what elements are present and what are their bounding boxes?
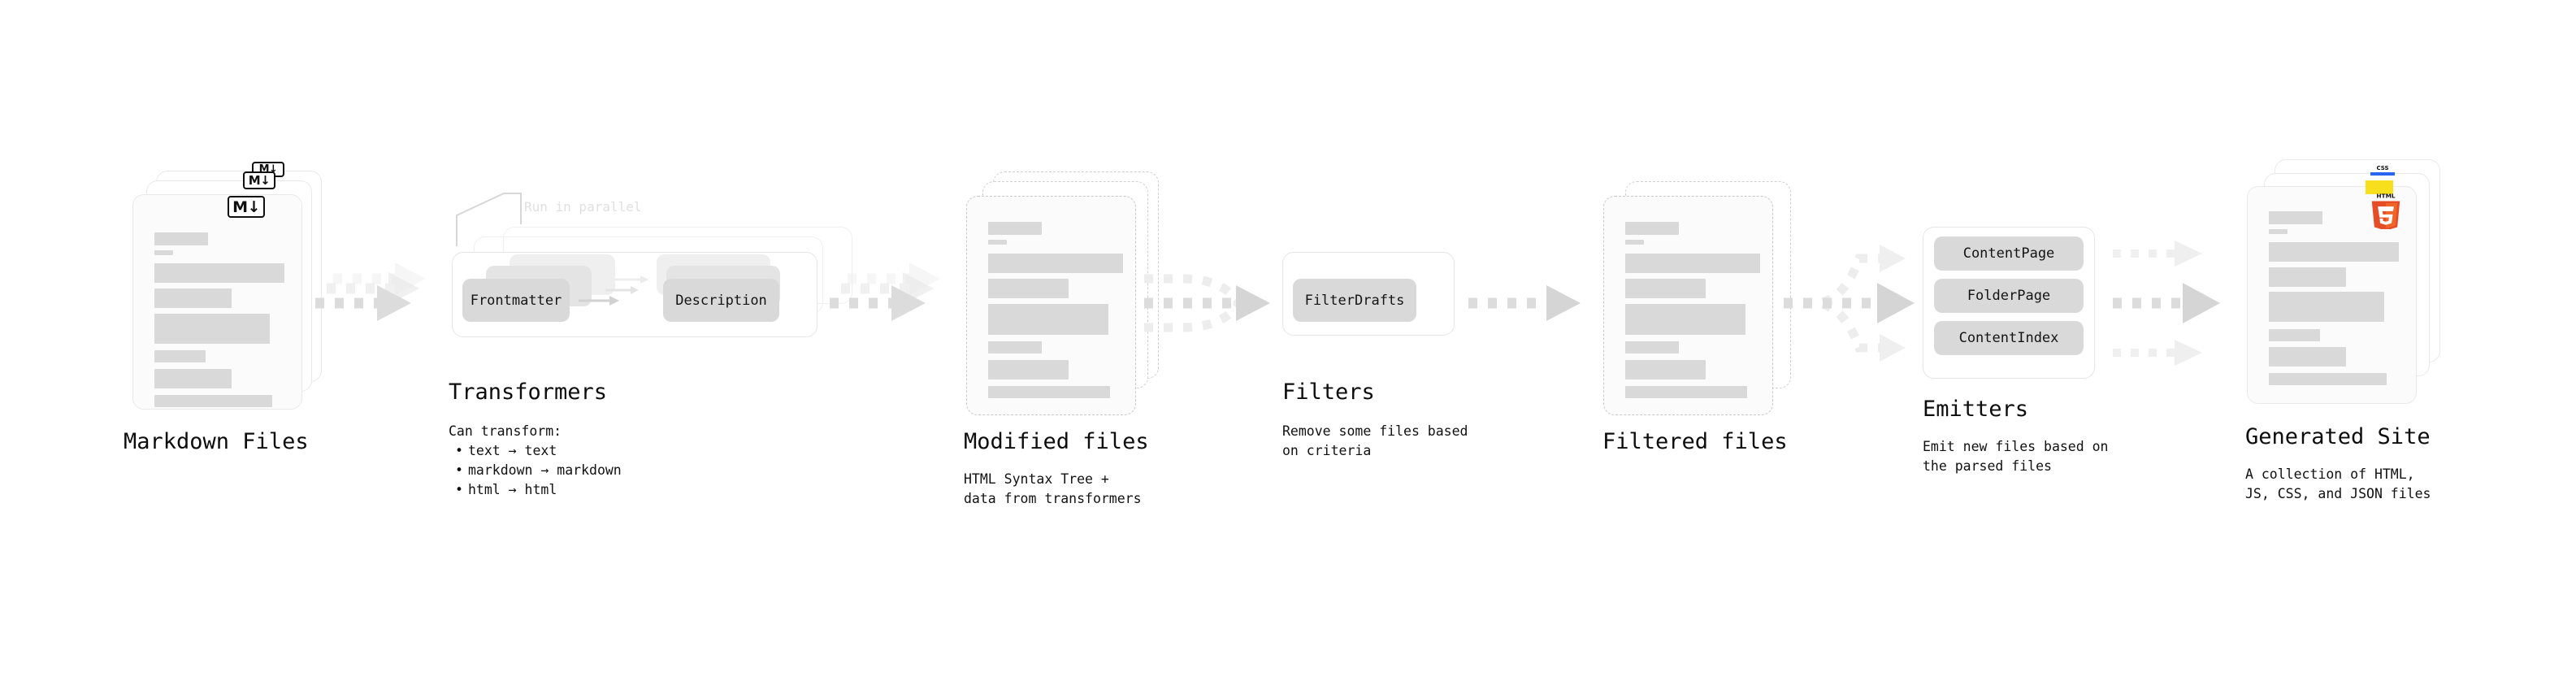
bullet-row: • text → text (455, 441, 622, 461)
stage-subtitle-filters: Remove some files based on criteria (1282, 423, 1468, 458)
doc-line (1625, 254, 1760, 273)
doc-line (154, 288, 232, 308)
doc-line (988, 222, 1042, 235)
doc-line (2269, 347, 2346, 367)
connector-modified-to-filters (1144, 274, 1270, 332)
stage-title-markdown: Markdown Files (124, 429, 309, 454)
bullet-dot: • (455, 443, 463, 458)
transformer-chip-frontmatter[interactable]: Frontmatter (462, 279, 570, 322)
connector-filtered-to-emitters (1784, 245, 1915, 362)
doc-line (988, 240, 1007, 245)
stage-title-modified: Modified files (964, 429, 1149, 454)
connector-filters-to-filtered (1468, 285, 1581, 321)
stage-subtitle-emitters: Emit new files based on the parsed files (1923, 439, 2109, 474)
doc-line (154, 350, 206, 362)
stage-title-generated-site: Generated Site (2245, 424, 2431, 449)
filtered-sheet-front (1603, 196, 1773, 415)
doc-line (1625, 304, 1746, 335)
doc-line (154, 263, 284, 283)
stage-title-filtered: Filtered files (1602, 429, 1788, 454)
transformer-chip-description[interactable]: Description (663, 279, 779, 322)
bullet-row: • html → html (455, 480, 622, 500)
stage-subtitle-modified: HTML Syntax Tree + data from transformer… (964, 471, 1142, 506)
emitter-chip-folderpage[interactable]: FolderPage (1934, 279, 2084, 313)
emitter-chip-contentpage[interactable]: ContentPage (1934, 236, 2084, 271)
doc-line (2269, 267, 2346, 287)
doc-line (1625, 240, 1644, 245)
run-in-parallel-note: Run in parallel (524, 199, 642, 215)
bullet-text: html → html (468, 482, 557, 497)
stage-subtitle-transformers: Can transform: (449, 423, 562, 439)
doc-line (154, 232, 208, 245)
connector-emitters-to-site (2113, 241, 2220, 366)
doc-line (154, 250, 173, 255)
doc-line (154, 314, 270, 344)
doc-line (2269, 373, 2387, 385)
doc-line (988, 360, 1069, 380)
doc-line (2269, 211, 2322, 224)
emitter-chip-contentindex[interactable]: ContentIndex (1934, 321, 2084, 355)
doc-line (988, 279, 1069, 298)
stage-subtitle-generated-site: A collection of HTML, JS, CSS, and JSON … (2245, 466, 2431, 501)
doc-line (2269, 329, 2320, 341)
js-badge (2366, 180, 2393, 194)
markdown-badge-mid: M↓ (243, 171, 275, 189)
doc-line (988, 304, 1108, 335)
doc-line (2269, 242, 2399, 262)
doc-line (988, 254, 1123, 273)
svg-text:HTML: HTML (2376, 192, 2396, 199)
bullet-dot: • (455, 482, 463, 497)
filter-chip-filterdrafts[interactable]: FilterDrafts (1293, 279, 1416, 322)
doc-line (2269, 229, 2288, 234)
doc-line (988, 386, 1110, 398)
stage-title-transformers: Transformers (449, 380, 608, 405)
doc-line (154, 395, 272, 407)
markdown-sheet-front (132, 194, 302, 410)
markdown-badge: M↓ (228, 196, 265, 218)
transformers-bullets: • text → text • markdown → markdown • html … (455, 441, 622, 500)
connector-markdown-to-transformers (315, 262, 426, 321)
doc-line (154, 369, 232, 388)
bullet-dot: • (455, 462, 463, 478)
stage-title-emitters: Emitters (1923, 397, 2029, 422)
doc-line (2269, 292, 2384, 322)
doc-line (1625, 386, 1747, 398)
bullet-text: text → text (468, 443, 557, 458)
css-badge-bar (2370, 172, 2395, 176)
html5-badge: HTML (2367, 192, 2405, 231)
doc-line (1625, 279, 1706, 298)
doc-line (1625, 360, 1706, 380)
css-badge-label: CSS (2376, 165, 2389, 171)
doc-line (1625, 341, 1679, 354)
bullet-text: markdown → markdown (468, 462, 622, 478)
html5-logo-icon: HTML (2371, 192, 2400, 231)
bullet-row: • markdown → markdown (455, 461, 622, 480)
css-badge: CSS (2370, 165, 2395, 176)
modified-sheet-front (966, 196, 1136, 415)
doc-line (1625, 222, 1679, 235)
doc-line (988, 341, 1042, 354)
stage-title-filters: Filters (1282, 380, 1375, 405)
